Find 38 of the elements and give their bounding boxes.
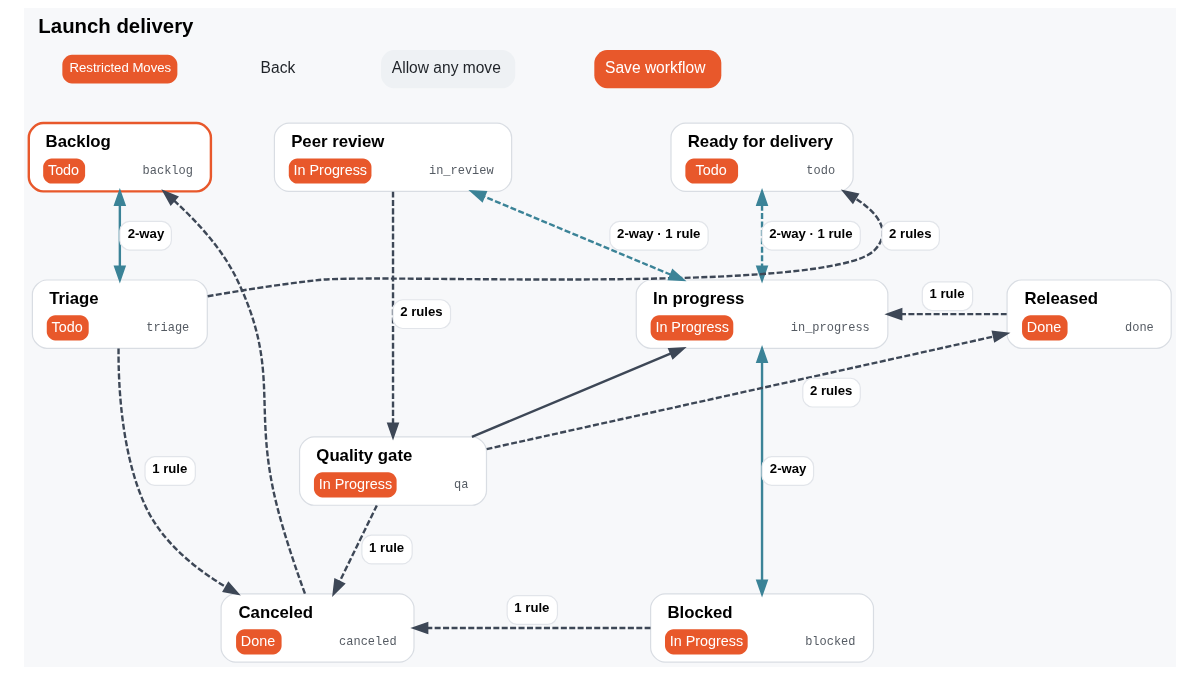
edge-label: 2 rules [400, 304, 443, 320]
label: Save workflow [605, 59, 706, 77]
edge-label: 1 rule [929, 286, 965, 302]
arrow [486, 330, 1011, 451]
node-box: Backlog Todo backlog [27, 121, 213, 193]
arrow [410, 621, 651, 635]
edge-label: 2 rules [809, 382, 853, 398]
arrow [755, 187, 769, 284]
label: Restricted Moves [69, 60, 172, 76]
label: Allow any move [391, 59, 501, 77]
arrow [468, 189, 687, 282]
arrow [113, 187, 127, 284]
node-box: Triage Todo triage [31, 279, 208, 349]
node-box: Canceled Done canceled [220, 593, 415, 663]
arrow [884, 307, 1007, 321]
arrow [755, 345, 769, 598]
label: Back [260, 59, 296, 77]
node-box: Peer review In Progress in_review [273, 122, 513, 192]
node-box: In progress In Progress in_progress [635, 279, 889, 349]
edge-label: 2-way · 1 rule [769, 225, 853, 241]
node-box: Ready for delivery Todo todo [670, 122, 854, 192]
edge-label: 2-way · 1 rule [617, 225, 701, 241]
edge-label: 2-way [769, 461, 807, 477]
edge-label: 1 rule [369, 539, 405, 555]
arrow [117, 348, 241, 596]
diagram-title: Launch delivery [38, 14, 194, 37]
node-box: Released Done done [1006, 279, 1172, 349]
edge-label: 1 rule [152, 461, 188, 477]
edge-label: 2 rules [889, 225, 932, 241]
edge-label: 2-way [127, 225, 165, 241]
arrow [386, 191, 400, 441]
node-box: Blocked In Progress blocked [650, 593, 875, 663]
node-box: Quality gate In Progress qa [298, 436, 488, 506]
edge-label: 1 rule [514, 600, 550, 616]
arrow [161, 189, 307, 595]
arrow [471, 346, 687, 438]
arrow [332, 504, 378, 597]
arrow [207, 189, 884, 298]
